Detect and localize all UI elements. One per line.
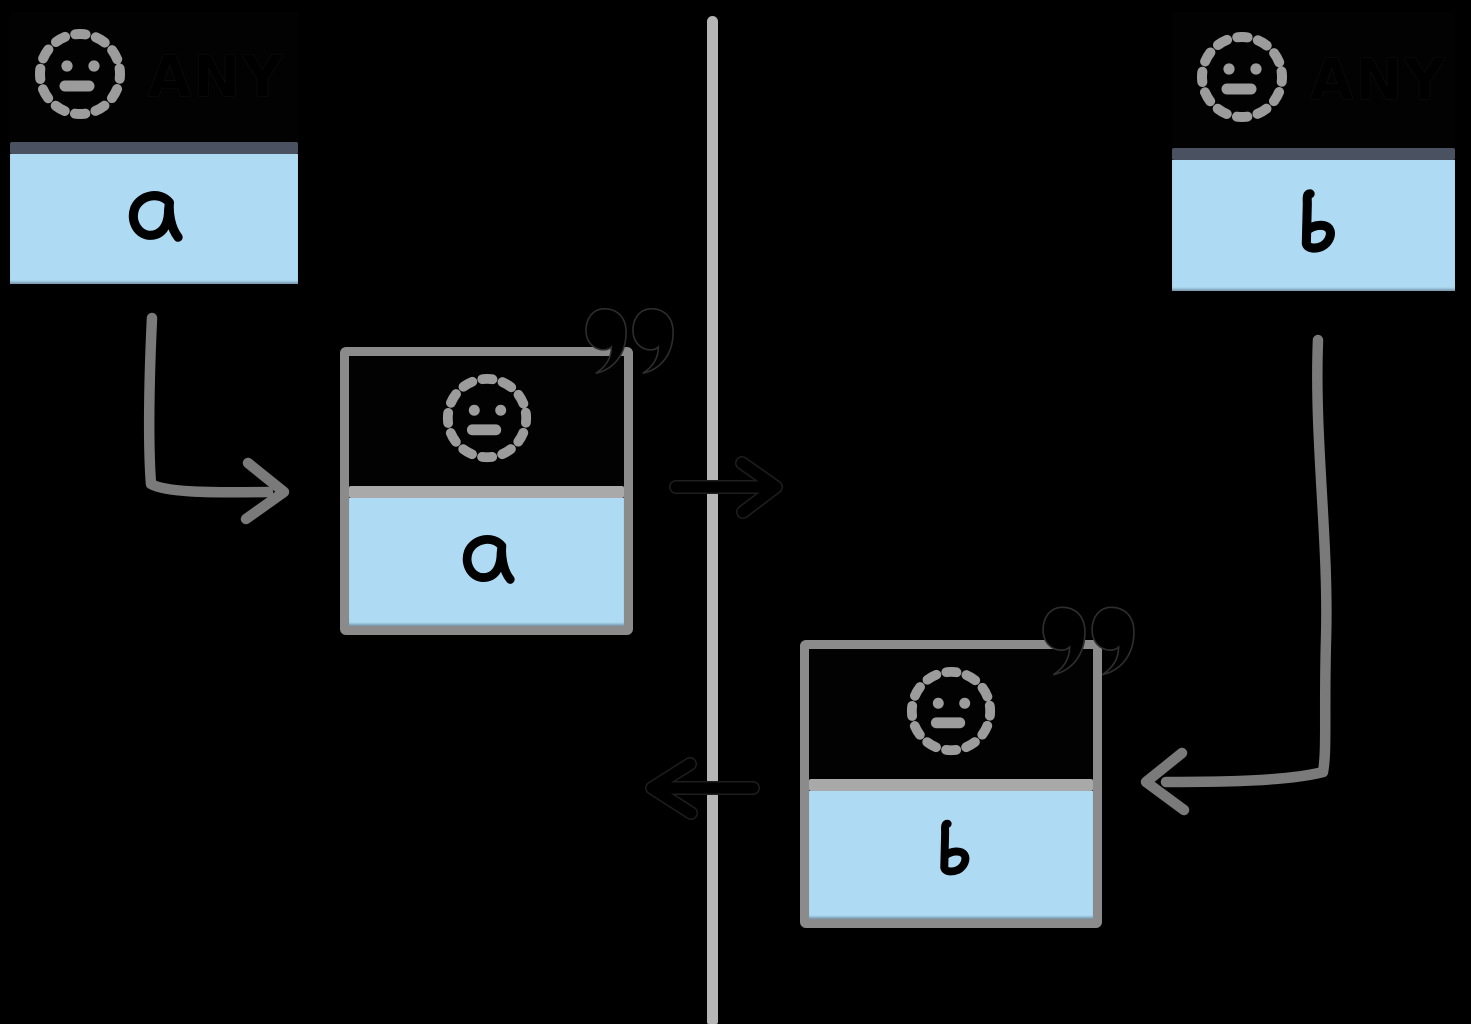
card-header bbox=[809, 649, 1093, 779]
arrow-a-across-membrane bbox=[669, 456, 783, 519]
closing-double-quote-icon bbox=[1042, 606, 1135, 676]
type-label: ANY bbox=[148, 44, 285, 110]
card-value-area: a bbox=[349, 498, 624, 626]
card-header: ANY bbox=[1172, 12, 1455, 148]
dashed-face-icon bbox=[442, 374, 531, 463]
value-letter-a bbox=[462, 535, 515, 584]
card-separator bbox=[10, 142, 298, 154]
arrow-b-across-membrane bbox=[645, 757, 760, 820]
card-separator bbox=[809, 779, 1093, 791]
card-value-area: b bbox=[809, 791, 1093, 919]
closing-double-quote-icon bbox=[585, 307, 674, 375]
card-separator bbox=[349, 486, 624, 498]
dashed-face-icon bbox=[1197, 32, 1287, 122]
value-letter-a bbox=[128, 191, 183, 242]
membrane-divider-line bbox=[707, 16, 718, 1024]
card-separator bbox=[1172, 148, 1455, 160]
type-label: ANY bbox=[1310, 47, 1447, 113]
arrow-a-type-to-instance bbox=[143, 312, 290, 525]
value-letter-b bbox=[1301, 189, 1335, 253]
instance-card-b: b bbox=[800, 640, 1102, 928]
type-card-a: ANY a bbox=[10, 12, 298, 284]
dashed-face-icon bbox=[906, 667, 996, 756]
dashed-face-icon bbox=[35, 29, 125, 119]
card-header bbox=[349, 356, 624, 486]
arrow-b-type-to-instance bbox=[1140, 334, 1332, 816]
instance-card-a: a bbox=[340, 347, 633, 635]
type-card-b: ANY b bbox=[1172, 12, 1455, 291]
card-header: ANY bbox=[10, 12, 298, 142]
value-letter-b bbox=[940, 819, 970, 876]
card-value-area: b bbox=[1172, 160, 1455, 291]
card-value-area: a bbox=[10, 154, 298, 284]
